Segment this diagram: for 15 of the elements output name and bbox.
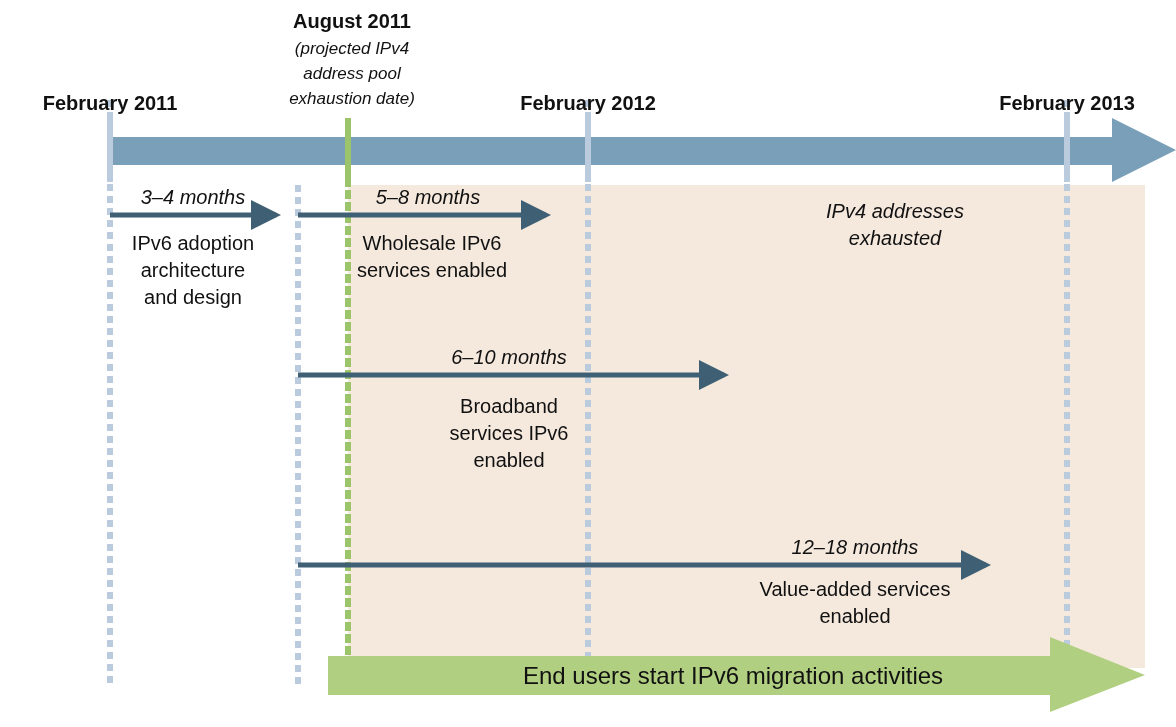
milestone-label: Wholesale IPv6 services enabled: [355, 231, 509, 283]
duration-label: 12–18 months: [790, 535, 920, 560]
date-label: August 2011: [292, 9, 412, 34]
milestone-label: Value-added services enabled: [758, 577, 952, 629]
note: IPv4 addresses exhausted: [825, 199, 965, 251]
duration-label: 6–10 months: [450, 345, 568, 370]
milestone-label: IPv6 adoption architecture and design: [130, 231, 256, 310]
date-label: February 2012: [519, 91, 657, 116]
duration-label: 3–4 months: [139, 185, 247, 210]
milestone-label: Broadband services IPv6 enabled: [448, 394, 570, 473]
note: (projected IPv4 address pool exhaustion date): [288, 38, 416, 110]
banner-label: End users start IPv6 migration activities: [521, 661, 945, 691]
date-label: February 2013: [998, 91, 1136, 116]
date-label: February 2011: [41, 91, 179, 116]
duration-label: 5–8 months: [374, 185, 482, 210]
